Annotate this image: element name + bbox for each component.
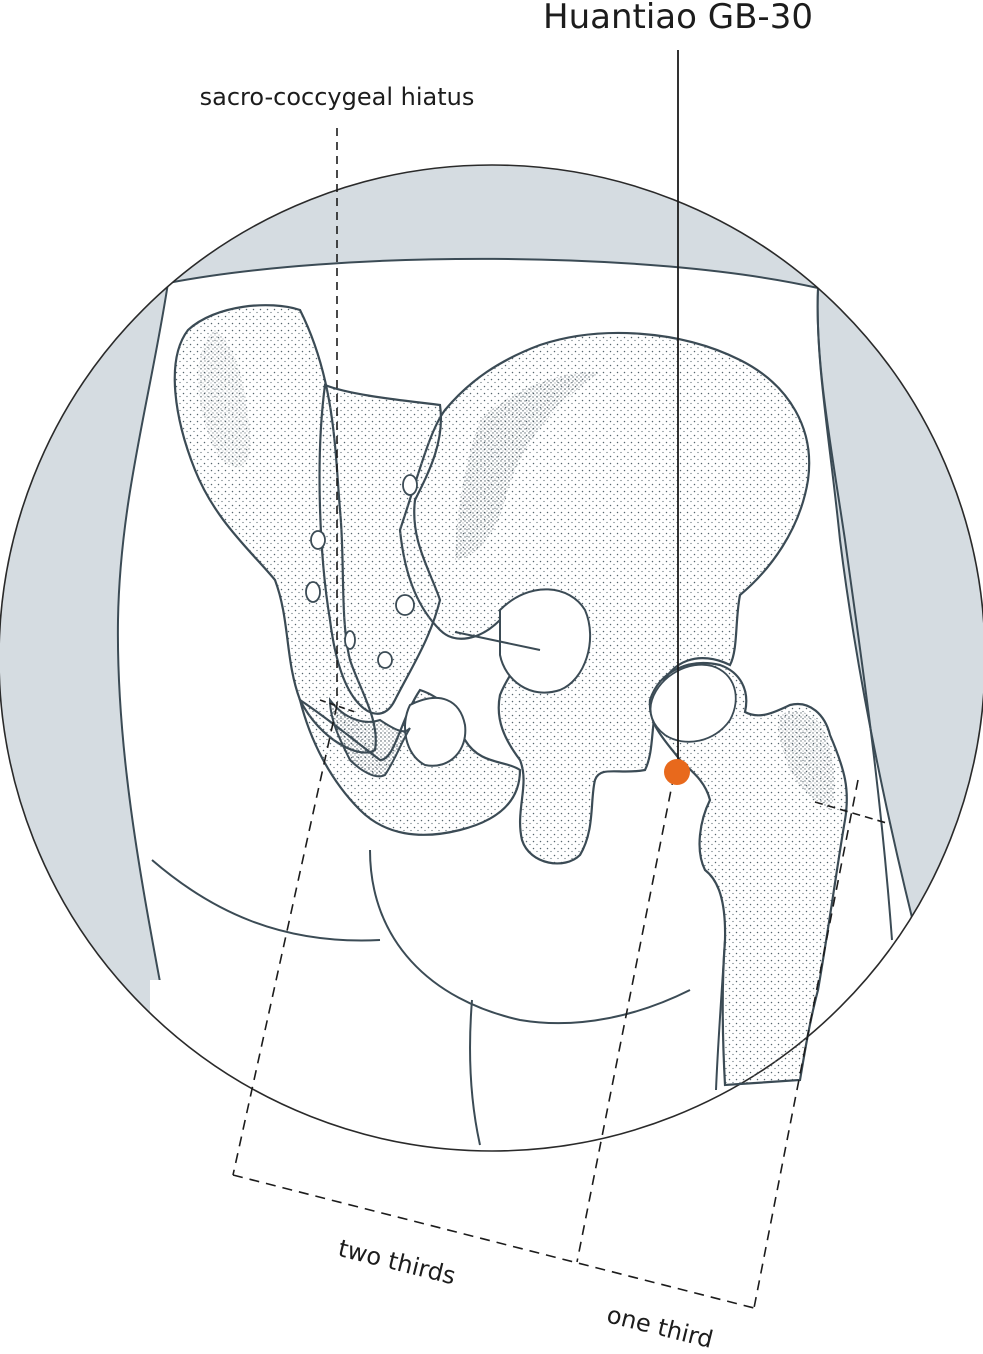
landmark-label: sacro-coccygeal hiatus bbox=[200, 83, 475, 111]
acupuncture-point-dot bbox=[664, 759, 690, 785]
sacral-foramen bbox=[402, 474, 418, 496]
circle-view bbox=[0, 165, 983, 1151]
measure-base-line bbox=[232, 1174, 755, 1309]
sacral-foramen bbox=[395, 594, 415, 616]
pubic-band bbox=[454, 631, 541, 651]
two-thirds-label: two thirds bbox=[335, 1234, 458, 1290]
ilium-left-inner bbox=[198, 330, 251, 468]
one-third-label: one third bbox=[604, 1301, 716, 1349]
body-edge-right bbox=[816, 287, 893, 941]
sacral-foramen bbox=[305, 581, 321, 603]
pelvic-inlet bbox=[404, 696, 467, 767]
coccyx bbox=[328, 697, 411, 778]
measure-right-line bbox=[753, 779, 859, 1309]
greater-trochanter bbox=[778, 711, 835, 810]
obturator-foramen bbox=[499, 588, 592, 694]
point-label: Huantiao GB-30 bbox=[543, 0, 813, 37]
leg-line-left bbox=[469, 999, 481, 1146]
buttock-outline bbox=[369, 849, 691, 1025]
sacral-foramen bbox=[377, 651, 393, 669]
sacral-foramen bbox=[344, 630, 356, 650]
trochanter-tick bbox=[814, 801, 891, 825]
measure-left-line bbox=[232, 704, 338, 1176]
ilium-shadow bbox=[455, 371, 600, 560]
sacral-foramen bbox=[310, 530, 326, 550]
hiatus-tick bbox=[319, 699, 356, 713]
view-circle-outline bbox=[0, 164, 983, 1152]
measure-mid-line bbox=[576, 774, 675, 1263]
buttock-crease-left bbox=[151, 859, 381, 942]
femur-head bbox=[649, 663, 737, 743]
